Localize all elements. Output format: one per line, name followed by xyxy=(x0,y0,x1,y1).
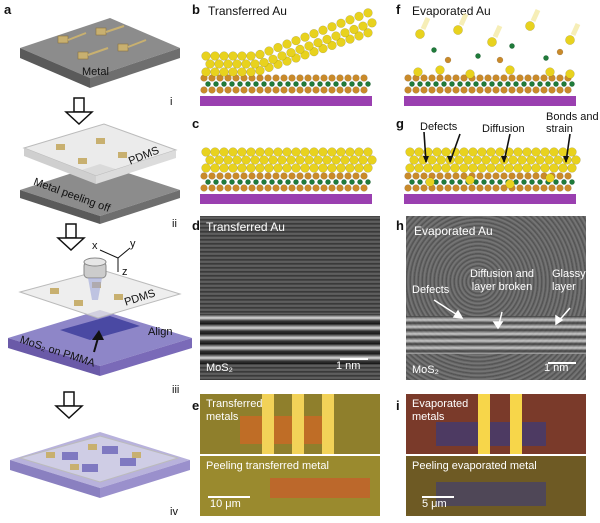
panel-e-scale: 10 μm xyxy=(210,498,241,510)
align-label: Align xyxy=(148,326,173,338)
panel-b-label: b xyxy=(192,2,200,17)
panel-d-label: d xyxy=(192,218,200,233)
step-i-substrate xyxy=(20,18,180,88)
panel-d-material: MoS₂ xyxy=(206,362,233,374)
panel-h-tem-image xyxy=(406,216,586,380)
panel-f-schematic xyxy=(404,8,581,106)
panel-i-top-text: Evaporated metals xyxy=(412,398,469,423)
axes-xyz xyxy=(99,247,131,272)
panel-i-top-image xyxy=(406,394,586,454)
panel-i-bottom-image xyxy=(406,456,586,516)
substrate-layer xyxy=(200,96,372,106)
step-iv-device xyxy=(10,432,190,498)
panel-e-top-image xyxy=(200,394,380,454)
panel-h-scalebar xyxy=(548,362,576,364)
panel-f-title: Evaporated Au xyxy=(412,4,491,18)
panel-f-label: f xyxy=(396,2,401,17)
panel-e-scalebar xyxy=(208,496,250,498)
arrow-iii-iv xyxy=(54,391,84,420)
panel-d-scale: 1 nm xyxy=(336,360,361,372)
panel-a-schematic xyxy=(8,18,192,498)
axis-z-label: z xyxy=(122,266,128,278)
glassy-layer-label: Glassy layer xyxy=(552,268,586,293)
step-i-metal-pads xyxy=(57,25,147,60)
panel-h-label: h xyxy=(396,218,404,233)
arrow-ii-iii xyxy=(56,223,86,252)
panel-d-scalebar xyxy=(340,358,368,360)
panel-e-label: e xyxy=(192,398,200,413)
diffusion-label-g: Diffusion xyxy=(482,123,525,135)
panel-g-schematic xyxy=(404,131,581,204)
panel-h-scale: 1 nm xyxy=(544,362,569,374)
axis-x-label: x xyxy=(92,240,98,252)
metal-label: Metal xyxy=(82,66,109,78)
panel-i-bottom-text: Peeling evaporated metal xyxy=(412,460,537,472)
panel-i-scale: 5 μm xyxy=(422,498,447,510)
panel-c-label: c xyxy=(192,116,200,131)
substrate-layer xyxy=(404,194,576,204)
step-i-label: i xyxy=(170,96,173,108)
arrow-i-ii xyxy=(64,97,94,126)
panel-e-bottom-text: Peeling transferred metal xyxy=(206,460,329,472)
panel-h-arrows xyxy=(433,299,571,330)
panel-g-label: g xyxy=(396,116,404,131)
bonds-strain-label: Bonds and strain xyxy=(546,111,599,135)
defects-label-g: Defects xyxy=(420,121,458,133)
panel-h-material: MoS₂ xyxy=(412,364,439,376)
panel-e-top-text: Transferred metals xyxy=(206,398,263,423)
substrate-layer xyxy=(404,96,576,106)
panel-i-label: i xyxy=(396,398,400,413)
panel-c-schematic xyxy=(200,147,377,204)
step-iii-label: iii xyxy=(172,384,180,396)
panel-d-tem-image xyxy=(200,216,380,380)
substrate-layer xyxy=(200,194,372,204)
step-iv-label: iv xyxy=(170,506,178,518)
panel-a-label: a xyxy=(4,2,12,17)
panel-b-title: Transferred Au xyxy=(208,4,287,18)
step-iii-stack xyxy=(8,257,192,376)
panel-d-title: Transferred Au xyxy=(206,220,285,234)
axis-y-label: y xyxy=(130,238,136,250)
panel-i-scalebar xyxy=(422,496,454,498)
diffusion-broken-label: Diffusion and layer broken xyxy=(469,268,534,293)
step-ii-stack xyxy=(20,123,180,224)
panel-b-schematic xyxy=(200,8,377,106)
panel-h-title: Evaporated Au xyxy=(414,224,493,238)
panel-e-bottom-image xyxy=(200,456,380,516)
step-ii-label: ii xyxy=(172,218,177,230)
defects-label-h: Defects xyxy=(412,284,450,296)
